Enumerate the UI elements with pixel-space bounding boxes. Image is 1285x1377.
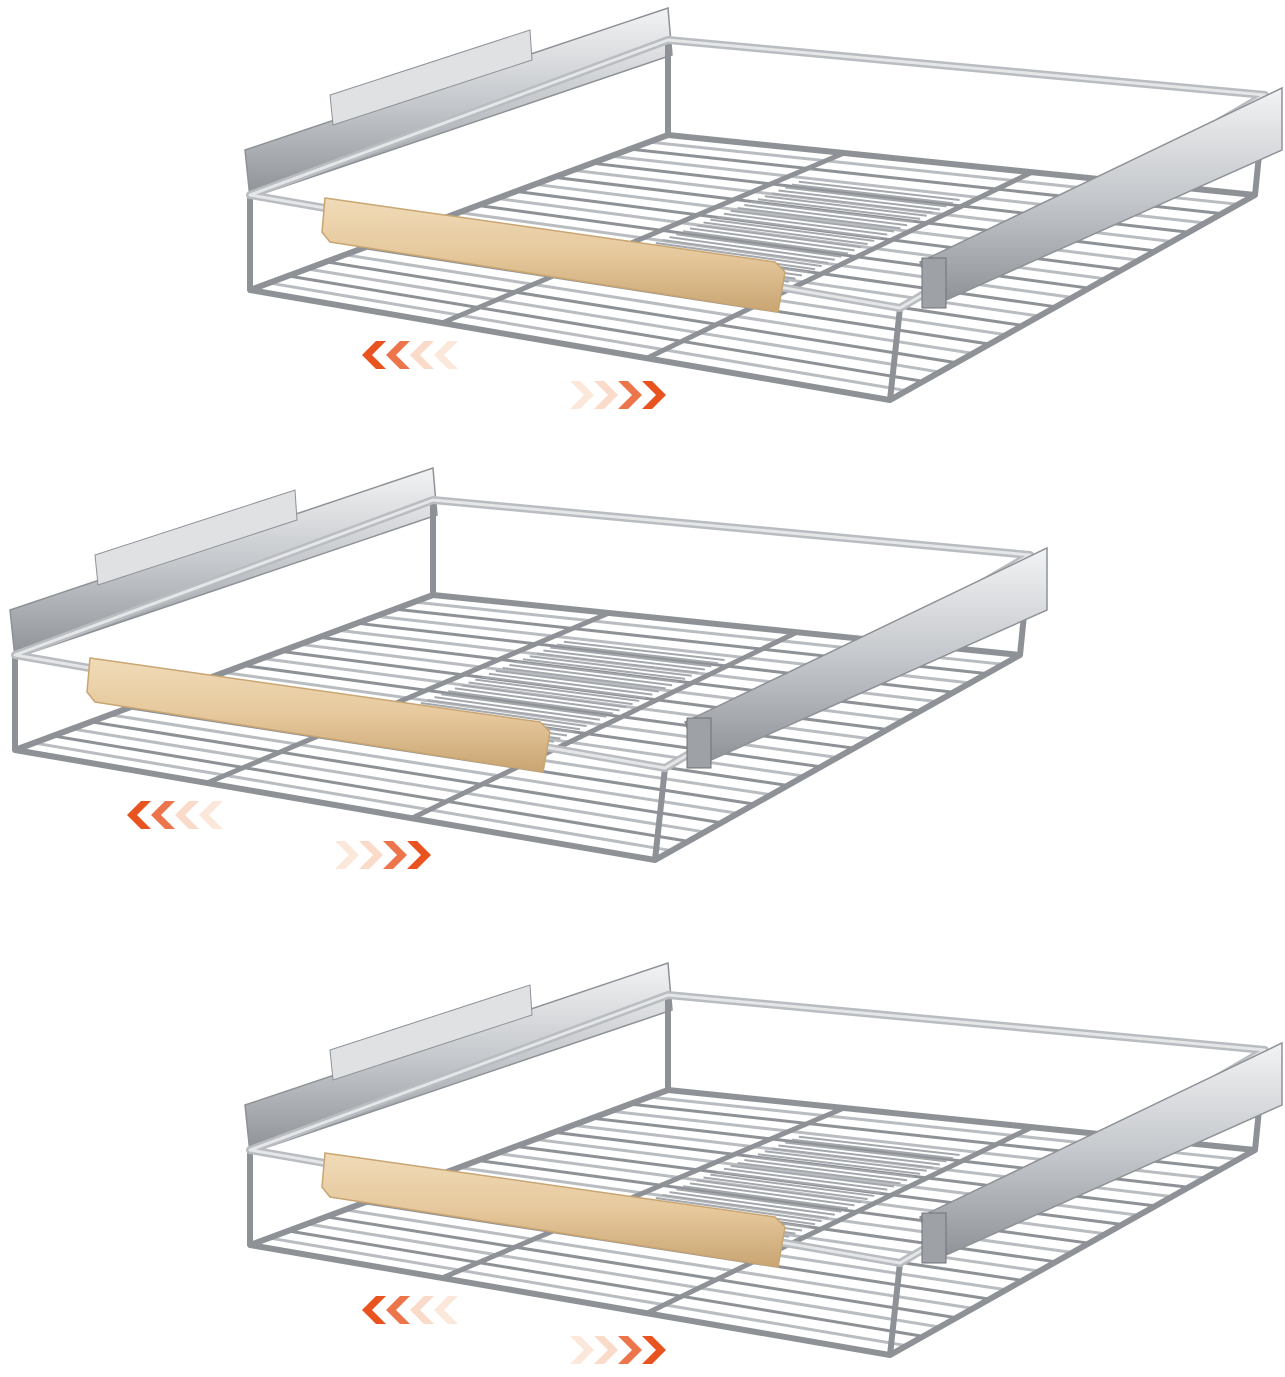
basket-view-top [245,8,1282,409]
slide-right-arrows-icon [570,381,666,409]
basket-view-bottom [245,963,1282,1364]
slide-right-arrows-icon [570,1336,666,1364]
slide-left-arrows-icon [362,1296,458,1324]
slide-left-arrows-icon [127,801,223,829]
slide-right-arrows-icon [335,841,431,869]
basket-view-extended [10,468,1047,869]
slide-left-arrows-icon [362,341,458,369]
